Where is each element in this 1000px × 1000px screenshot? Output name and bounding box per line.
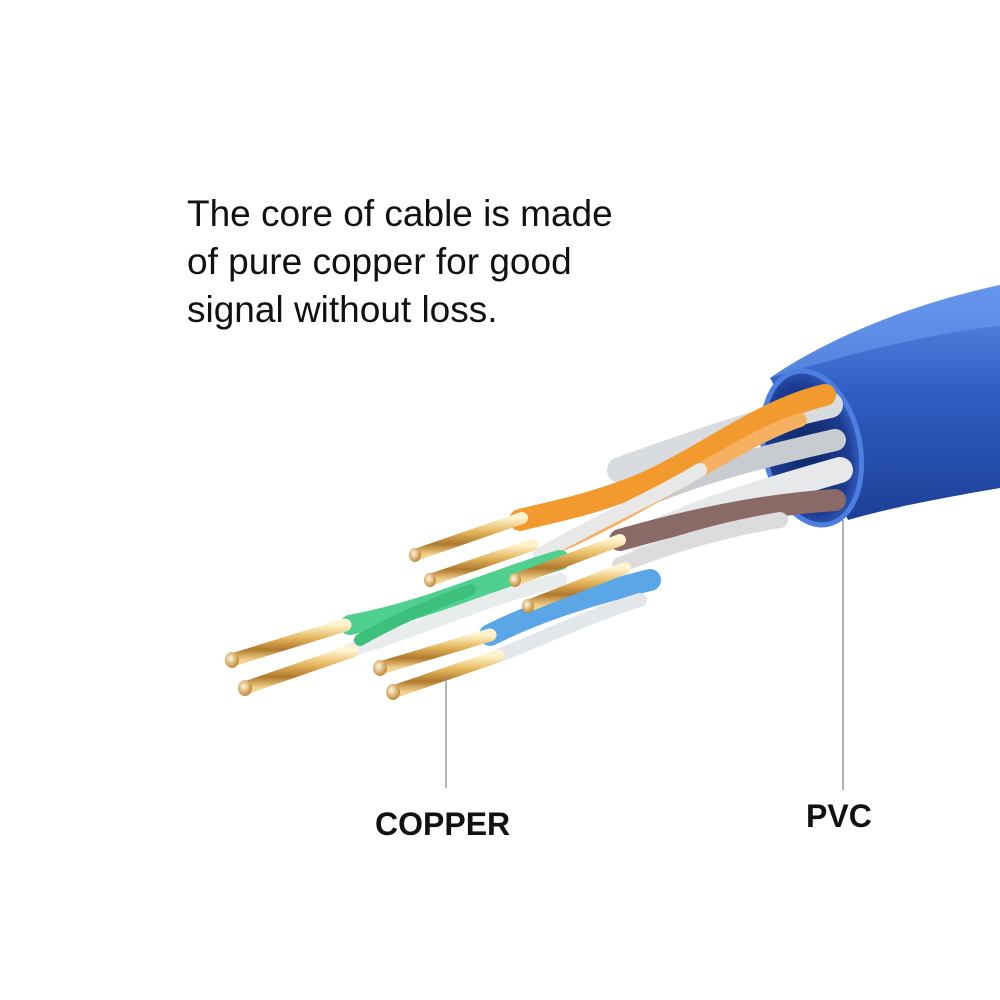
copper-label: COPPER — [375, 806, 511, 842]
headline-line: of pure copper for good — [187, 241, 572, 282]
blue-pair — [479, 569, 661, 646]
brown-pair — [609, 489, 846, 551]
pvc-label: PVC — [806, 798, 872, 834]
headline-line: The core of cable is made — [187, 193, 613, 234]
headline-text: The core of cable is made of pure copper… — [187, 190, 707, 334]
orange-pair — [509, 384, 836, 531]
twisted-pairs — [340, 384, 853, 662]
copper-conductors — [225, 512, 631, 700]
headline-line: signal without loss. — [187, 289, 498, 330]
